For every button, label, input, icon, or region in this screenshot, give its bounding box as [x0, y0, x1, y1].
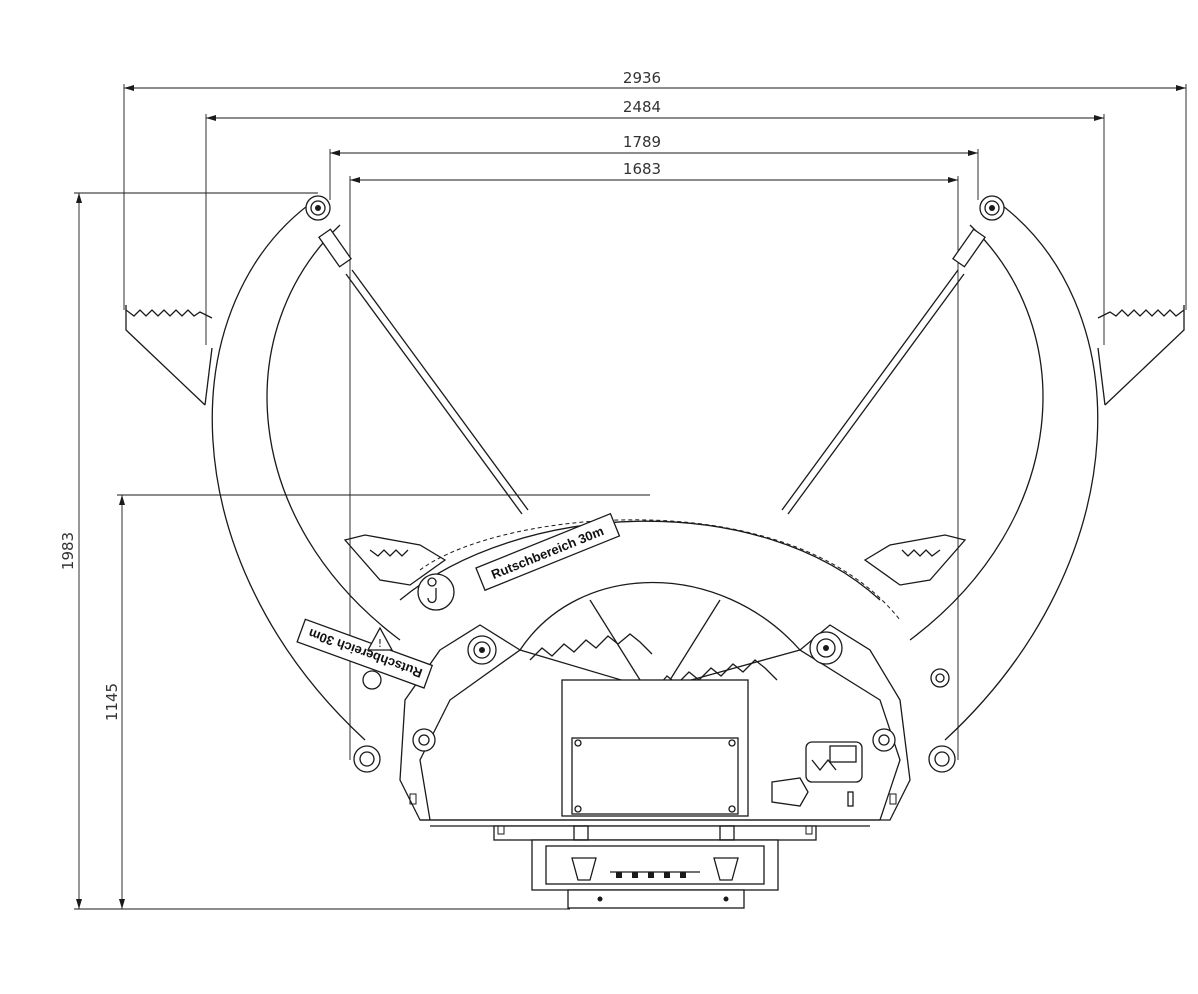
svg-text:!: ! [378, 637, 382, 650]
dim-label-1983: 1983 [59, 532, 77, 570]
dim-label-1789: 1789 [623, 133, 661, 151]
base-bolts [409, 793, 897, 835]
dimension-height-lower: 1145 [103, 494, 650, 909]
rotator-teeth [616, 872, 686, 878]
dimension-width-mid: 1789 [329, 133, 979, 200]
connector-plug [771, 777, 854, 807]
dimension-width-open: 2484 [205, 98, 1105, 345]
dim-label-1683: 1683 [623, 160, 661, 178]
left-jaw-open [125, 197, 401, 741]
dim-label-2936: 2936 [623, 69, 661, 87]
right-cylinder [781, 228, 986, 515]
lower-pin-left [353, 745, 381, 773]
lower-pin-right [928, 745, 956, 773]
valve-block [805, 741, 863, 783]
sticker-right: Rutschbereich 30m [475, 512, 621, 592]
right-top-pin [979, 195, 1005, 221]
closed-jaw-outline [399, 519, 901, 691]
jaw-end-pin-right [930, 668, 950, 688]
jaw-end-pin-left [362, 670, 382, 690]
body-pin-right [809, 631, 843, 665]
body-bolt-right [872, 728, 896, 752]
right-small-tooth [863, 534, 967, 586]
left-cylinder [318, 228, 529, 515]
body-pin-left [467, 635, 497, 665]
dim-label-2484: 2484 [623, 98, 661, 116]
left-top-pin [305, 195, 331, 221]
rotator [493, 825, 817, 909]
left-small-tooth [343, 534, 447, 586]
sticker-left-text: Rutschbereich 30m [306, 626, 424, 681]
grab-body [399, 624, 911, 827]
right-jaw-open [909, 197, 1185, 741]
dim-label-1145: 1145 [103, 683, 121, 721]
lifting-hook-icon [417, 573, 455, 611]
warning-triangle-icon: ! [366, 626, 394, 651]
dimension-height-total: 1983 [59, 192, 570, 910]
body-bolt-left [412, 728, 436, 752]
dimension-width-inner: 1683 [349, 160, 959, 760]
dimension-width-outer: 2936 [123, 69, 1187, 310]
